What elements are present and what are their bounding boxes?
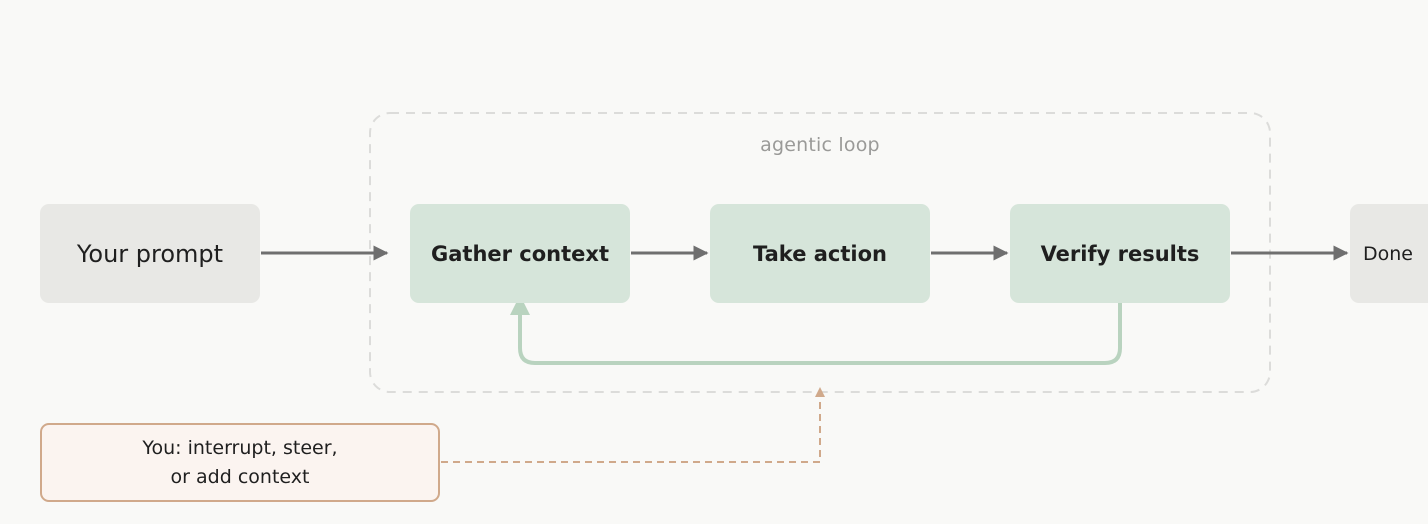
agentic-loop-label: agentic loop xyxy=(760,134,880,156)
user-intervention-arrow xyxy=(441,387,825,463)
node-your-prompt-label: Your prompt xyxy=(76,239,224,268)
node-done: Done xyxy=(1350,204,1428,303)
node-gather-context-label: Gather context xyxy=(431,241,609,266)
node-take-action: Take action xyxy=(710,204,930,303)
node-gather-context: Gather context xyxy=(410,204,630,303)
node-verify-results-label: Verify results xyxy=(1040,241,1200,266)
loop-back-arrow xyxy=(510,295,1122,365)
node-your-prompt: Your prompt xyxy=(40,204,260,303)
node-verify-results: Verify results xyxy=(1010,204,1230,303)
node-done-label: Done xyxy=(1363,242,1413,265)
user-intervention-line-1: You: interrupt, steer, xyxy=(142,436,338,459)
user-intervention-box: You: interrupt, steer, or add context xyxy=(40,423,440,502)
node-take-action-label: Take action xyxy=(753,241,887,266)
user-intervention-line-2: or add context xyxy=(170,465,310,488)
